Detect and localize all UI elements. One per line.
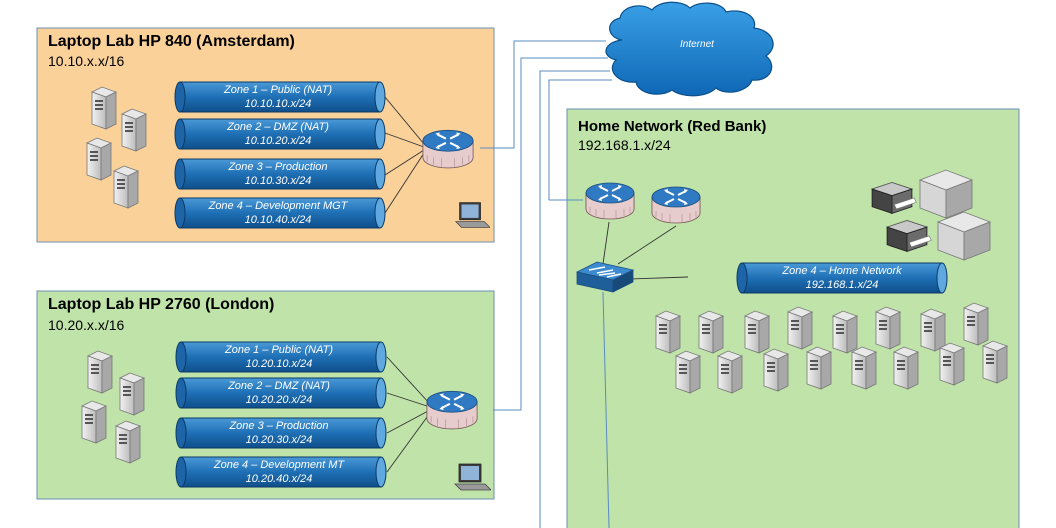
london-zone-1-label: Zone 1 – Public (NAT) 10.20.10.x/24 — [179, 343, 379, 371]
server-icon — [763, 348, 789, 392]
london-zone-2-label: Zone 2 – DMZ (NAT) 10.20.20.x/24 — [179, 379, 379, 407]
home-links — [602, 221, 689, 280]
server-icon — [119, 372, 145, 416]
zone-subnet: 10.20.40.x/24 — [245, 473, 313, 485]
home-subnet: 192.168.1.x/24 — [578, 137, 671, 153]
zone-name: Zone 2 – DMZ (NAT) — [228, 380, 330, 392]
london-title: Laptop Lab HP 2760 (London) — [48, 296, 275, 313]
zone-subnet: 10.20.20.x/24 — [245, 394, 313, 406]
zone-subnet: 10.10.40.x/24 — [244, 214, 312, 226]
london-subnet: 10.20.x.x/16 — [48, 317, 125, 333]
amsterdam-zone-2-label: Zone 2 – DMZ (NAT) 10.10.20.x/24 — [178, 120, 378, 148]
server-icon — [717, 350, 743, 394]
server-icon — [86, 137, 112, 181]
zone-name: Zone 1 – Public (NAT) — [223, 84, 332, 96]
zone-name: Zone 4 – Development MGT — [208, 200, 348, 212]
london-links — [386, 356, 431, 473]
zone-name: Zone 4 – Development MT — [213, 459, 345, 471]
home-zone-label: Zone 4 – Home Network 192.168.1.x/24 — [692, 264, 992, 292]
zone-name: Zone 4 – Home Network — [782, 265, 902, 277]
server-icon — [920, 308, 946, 352]
router-icon — [650, 185, 702, 225]
zone-name: Zone 3 – Production — [228, 161, 328, 173]
amsterdam-zone-1-label: Zone 1 – Public (NAT) 10.10.10.x/24 — [178, 83, 378, 111]
server-icon — [698, 310, 724, 354]
zone-subnet: 10.10.10.x/24 — [244, 98, 312, 110]
server-icon — [121, 108, 147, 152]
server-icon — [787, 306, 813, 350]
zone-subnet: 10.20.30.x/24 — [245, 434, 313, 446]
server-icon — [115, 420, 141, 464]
server-icon — [806, 346, 832, 390]
server-icon — [91, 86, 117, 130]
internet-links — [480, 40, 612, 528]
router-icon — [421, 129, 475, 169]
router-icon — [584, 181, 636, 221]
amsterdam-zone-4-label: Zone 4 – Development MGT 10.10.40.x/24 — [178, 199, 378, 227]
server-icon — [87, 350, 113, 394]
zone-name: Zone 3 – Production — [229, 420, 329, 432]
server-icon — [939, 342, 965, 386]
server-icon — [832, 310, 858, 354]
server-icon — [113, 165, 139, 209]
amsterdam-title: Laptop Lab HP 840 (Amsterdam) — [48, 33, 295, 50]
amsterdam-zone-3-label: Zone 3 – Production 10.10.30.x/24 — [178, 160, 378, 188]
server-icon — [982, 340, 1008, 384]
amsterdam-subnet: 10.10.x.x/16 — [48, 53, 125, 69]
zone-name: Zone 2 – DMZ (NAT) — [227, 121, 329, 133]
server-icon — [655, 310, 681, 354]
home-print-servers — [918, 169, 992, 261]
server-icon — [81, 400, 107, 444]
internet-cloud-icon — [605, 1, 774, 97]
home-downlink — [602, 291, 610, 528]
server-icon — [744, 310, 770, 354]
server-icon — [851, 346, 877, 390]
london-zone-4-label: Zone 4 – Development MT 10.20.40.x/24 — [179, 458, 379, 486]
amsterdam-links — [384, 96, 425, 214]
internet-label: Internet — [680, 39, 714, 50]
zone-subnet: 10.20.10.x/24 — [245, 358, 313, 370]
zone-name: Zone 1 – Public (NAT) — [224, 344, 333, 356]
zone-subnet: 192.168.1.x/24 — [805, 279, 879, 291]
home-title: Home Network (Red Bank) — [578, 118, 767, 135]
server-icon — [875, 306, 901, 350]
server-icon — [893, 346, 919, 390]
london-zone-3-label: Zone 3 – Production 10.20.30.x/24 — [179, 419, 379, 447]
zone-subnet: 10.10.20.x/24 — [244, 135, 312, 147]
router-icon — [425, 390, 479, 430]
server-icon — [963, 302, 989, 346]
server-icon — [675, 350, 701, 394]
zone-subnet: 10.10.30.x/24 — [244, 175, 312, 187]
